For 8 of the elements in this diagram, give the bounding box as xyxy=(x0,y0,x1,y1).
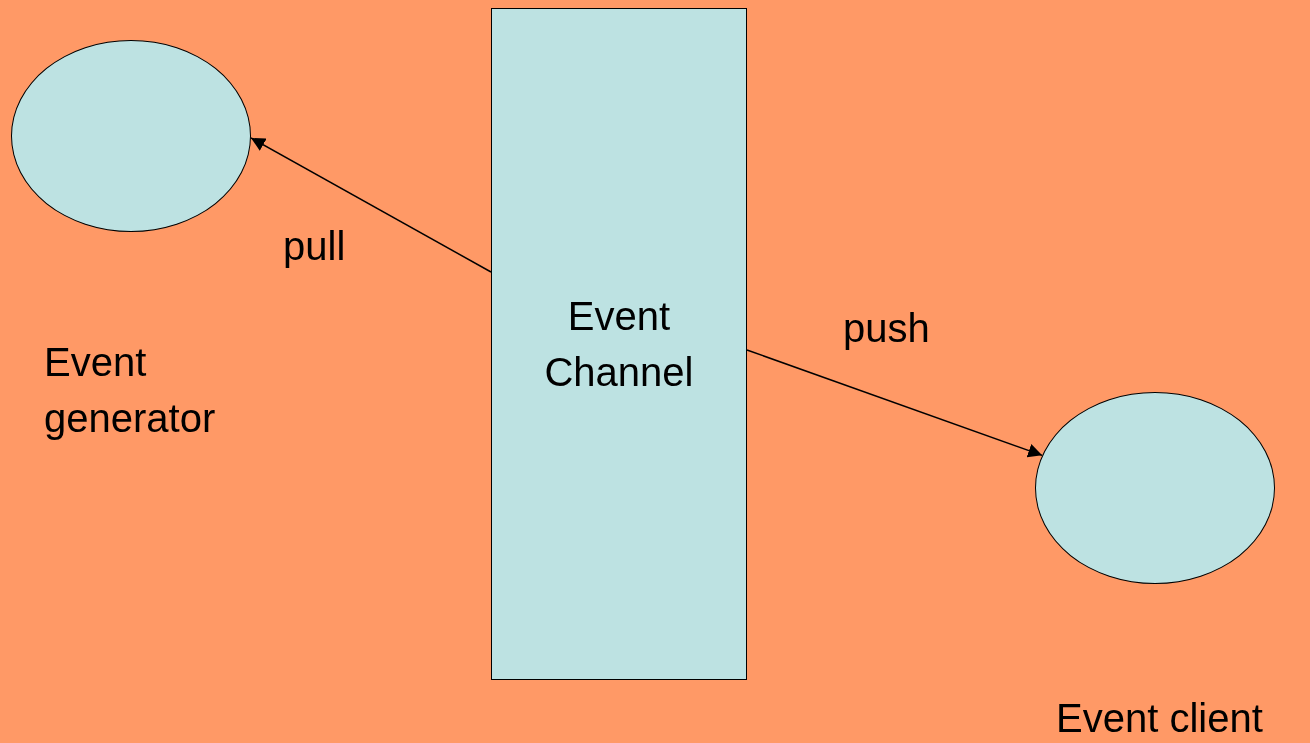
node-caption: Event client xyxy=(1056,695,1264,742)
edge-label: pull xyxy=(283,223,346,270)
node-caption: Event generator xyxy=(44,339,217,442)
channel-box xyxy=(491,8,747,680)
arrow xyxy=(250,137,492,273)
arrow xyxy=(746,349,1043,458)
edge-label: push xyxy=(843,305,930,352)
node-label: Event Channel xyxy=(543,293,695,396)
